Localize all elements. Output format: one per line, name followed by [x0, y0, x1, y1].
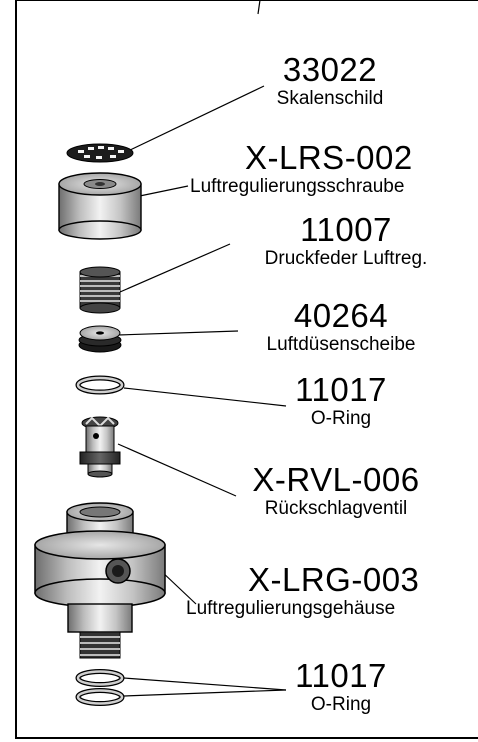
part-name: Skalenschild	[276, 88, 384, 109]
air-nozzle-disc-part	[78, 325, 122, 353]
part-number: X-RVL-006	[252, 461, 420, 498]
part-name: O-Ring	[310, 408, 372, 429]
part-name: Luftregulierungsschraube	[190, 176, 405, 197]
part-number: 40264	[293, 297, 389, 334]
part-label-x-rvl-006: X-RVL-006 Rückschlagventil	[236, 462, 436, 520]
part-number: X-LRS-002	[245, 139, 413, 176]
part-label-33022: 33022 Skalenschild	[230, 52, 430, 110]
part-label-11017-lower: 11017 O-Ring	[276, 658, 406, 716]
part-number: 11007	[300, 211, 392, 248]
o-ring-pair-part	[75, 669, 125, 706]
part-name: Druckfeder Luftreg.	[264, 248, 428, 269]
air-regulation-screw-part	[58, 172, 142, 240]
part-label-11017-upper: 11017 O-Ring	[276, 372, 406, 430]
o-ring-part	[75, 375, 125, 395]
part-number: 11017	[295, 371, 387, 408]
check-valve-part	[79, 416, 121, 478]
part-name: O-Ring	[310, 694, 372, 715]
part-number: X-LRG-003	[248, 561, 420, 598]
part-name: Luftdüsenscheibe	[266, 334, 416, 355]
part-label-x-lrs-002: X-LRS-002 Luftregulierungsschraube	[190, 140, 478, 198]
scale-plate-part	[66, 143, 134, 163]
part-number: 11017	[295, 657, 387, 694]
air-regulation-housing-part	[34, 502, 166, 659]
part-number: 33022	[282, 51, 378, 88]
part-label-11007: 11007 Druckfeder Luftreg.	[226, 212, 466, 270]
pressure-spring-part	[79, 266, 121, 314]
part-label-40264: 40264 Luftdüsenscheibe	[236, 298, 446, 356]
leader-lines	[117, 85, 287, 697]
part-name: Luftregulierungsgehäuse	[186, 598, 396, 619]
part-name: Rückschlagventil	[264, 498, 408, 519]
part-label-x-lrg-003: X-LRG-003 Luftregulierungsgehäuse	[186, 562, 478, 620]
frame-tick	[257, 0, 261, 15]
